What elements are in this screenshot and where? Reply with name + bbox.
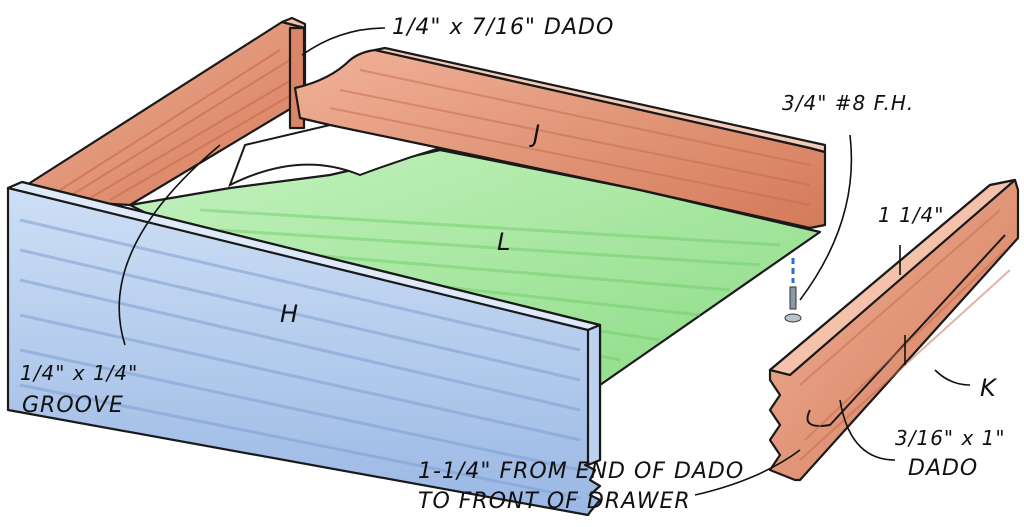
annotation-side-dado-label: DADO [908, 456, 978, 481]
bottom-panel-L [128, 123, 822, 387]
back-panel-J [293, 46, 827, 230]
left-side-panel [20, 16, 307, 207]
annotation-groove-label: GROOVE [22, 393, 124, 418]
annotation-spacing: 1 1/4" [878, 203, 944, 227]
leader-lines [118, 27, 971, 496]
part-label-H: H [280, 300, 299, 328]
annotation-from-end-line1: 1-1/4" FROM END OF DADO [418, 459, 744, 484]
part-label-K: K [980, 374, 998, 402]
annotation-screw: 3/4" #8 F.H. [782, 91, 914, 115]
part-label-J: J [529, 120, 541, 148]
annotation-groove-size: 1/4" x 1/4" [20, 361, 138, 385]
side-panel-K [768, 178, 1020, 482]
annotation-from-end-line2: TO FRONT OF DRAWER [418, 489, 691, 514]
front-panel-H [6, 180, 602, 517]
part-label-L: L [497, 228, 511, 256]
annotation-dado-top: 1/4" x 7/16" DADO [392, 15, 614, 40]
annotation-side-dado-size: 3/16" x 1" [895, 426, 1006, 450]
screw-icon [784, 258, 802, 323]
